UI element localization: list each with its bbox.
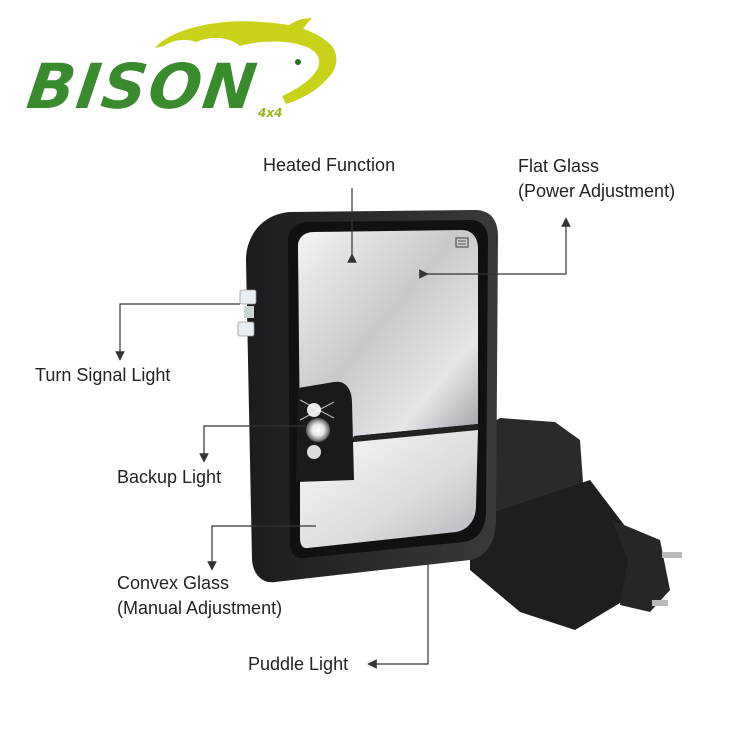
label-puddle-light: Puddle Light: [248, 654, 349, 674]
label-convex-glass: Convex Glass: [117, 573, 230, 593]
label-flat-glass-sub: (Power Adjustment): [518, 181, 676, 201]
turn-signal-light: [237, 289, 257, 337]
label-heated-function: Heated Function: [263, 155, 396, 175]
logo-subtext: 4x4: [258, 106, 283, 120]
label-turn-signal: Turn Signal Light: [35, 365, 171, 385]
label-flat-glass: Flat Glass: [518, 156, 600, 176]
mirror-arm: [470, 418, 682, 630]
label-backup-light: Backup Light: [117, 467, 222, 487]
label-convex-glass-sub: (Manual Adjustment): [117, 598, 283, 618]
